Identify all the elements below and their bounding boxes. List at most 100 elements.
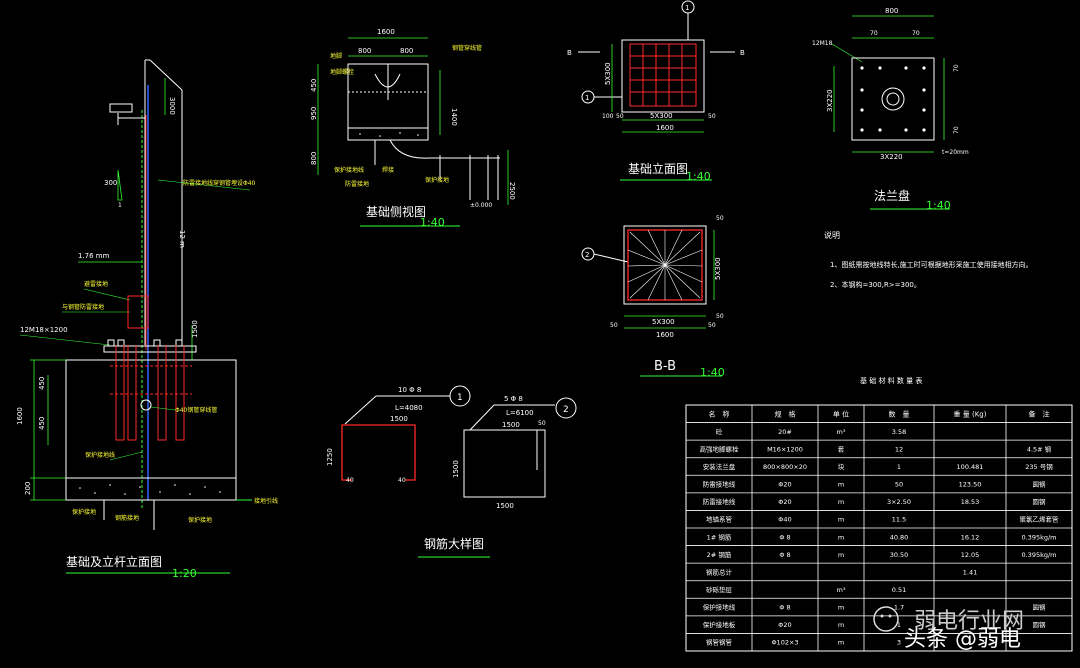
front-h5x300: 5X300 bbox=[604, 62, 612, 85]
dim-slope-small: 1 bbox=[118, 202, 122, 209]
table-cell: 3×2.50 bbox=[887, 498, 911, 506]
bar2-wbot: 1500 bbox=[496, 502, 514, 510]
side-title: 基础侧视图 bbox=[366, 204, 426, 219]
bb-scale: 1:40 bbox=[700, 366, 725, 379]
base-plate bbox=[103, 345, 197, 353]
table-cell: 12 bbox=[895, 445, 903, 453]
watermark: 弱电行业网 头条 @弱电 bbox=[873, 606, 1024, 652]
bb-h50a: 50 bbox=[716, 215, 724, 222]
table-cell: Φ20 bbox=[778, 621, 791, 629]
camera-icon bbox=[109, 103, 133, 113]
bb-w1600: 1600 bbox=[656, 331, 674, 339]
table-cell: 20# bbox=[778, 428, 792, 436]
table-cell: 3.58 bbox=[892, 428, 906, 436]
side-label2: 钢管穿线管 bbox=[452, 44, 482, 52]
flange-w800: 800 bbox=[885, 7, 898, 15]
bb-h5x300: 5X300 bbox=[714, 257, 722, 280]
table-cell: 安装法兰盘 bbox=[703, 462, 736, 471]
dim-12m: 12 m bbox=[178, 230, 186, 248]
table-cell: m bbox=[838, 604, 844, 612]
elevation-title: 基础及立杆立面图 bbox=[66, 554, 162, 569]
flange-w70a: 70 bbox=[870, 30, 878, 37]
bb-title: B-B bbox=[654, 359, 676, 374]
foundation-block bbox=[65, 359, 237, 479]
table-header-cell: 重 量 (Kg) bbox=[954, 410, 987, 418]
table-cell: 1# 钢筋 bbox=[707, 532, 732, 541]
table-cell: 块 bbox=[838, 462, 845, 471]
table-cell: 30.50 bbox=[890, 551, 909, 559]
flange-plate bbox=[851, 57, 935, 141]
flange-title: 法兰盘 bbox=[874, 188, 910, 203]
label-p2: 保护接地 bbox=[188, 516, 212, 524]
table-cell: 保护接地板 bbox=[703, 620, 736, 629]
table-cell: Φ 8 bbox=[779, 551, 790, 559]
table-cell: 0.395kg/m bbox=[1021, 533, 1056, 541]
dim-h1500: 1500 bbox=[191, 320, 199, 338]
dim-450b: 450 bbox=[38, 417, 46, 430]
note-2: 2、本钢构=300,R>=300。 bbox=[830, 280, 921, 289]
table-header-cell: 名 称 bbox=[709, 409, 730, 418]
side-bottom: ±0.000 bbox=[470, 202, 492, 209]
note-1: 1、图纸需按地线特长,施工时可根据地形采施工使用接地相方向。 bbox=[830, 260, 1033, 269]
table-cell: m bbox=[838, 621, 844, 629]
flange-w3x220: 3X220 bbox=[880, 153, 903, 161]
table-cell: 0.395kg/m bbox=[1021, 551, 1056, 559]
table-cell: m bbox=[838, 551, 844, 559]
bar1-shape bbox=[341, 424, 416, 481]
gravel-layer bbox=[65, 477, 237, 501]
flange-scale: 1:40 bbox=[926, 199, 951, 212]
table-cell: 4.5# 钢 bbox=[1027, 445, 1052, 453]
side-view: 1600 800 800 450 950 800 1400 2500 ±0.00… bbox=[310, 28, 516, 229]
table-cell: m³ bbox=[837, 586, 846, 594]
table-cell: Φ102×3 bbox=[771, 639, 798, 647]
bar1-callout: 1 bbox=[457, 393, 463, 403]
side-label0: 地脚 bbox=[330, 52, 342, 60]
bar2-callout: 2 bbox=[563, 405, 569, 415]
table-cell: 12.05 bbox=[961, 551, 980, 559]
table-cell: 圆钢 bbox=[1033, 604, 1047, 612]
table-cell: Φ20 bbox=[778, 481, 791, 489]
table-header-cell: 数 量 bbox=[889, 409, 910, 418]
table-cell: m bbox=[838, 533, 844, 541]
bar1-len: L=4080 bbox=[395, 404, 423, 412]
bb-w50b: 50 bbox=[708, 322, 716, 329]
dim-top: 3000 bbox=[168, 97, 176, 115]
front-h50: 50 bbox=[616, 113, 624, 120]
table-cell: 2# 钢筋 bbox=[707, 550, 732, 559]
label-conduit: Φ40钢管穿线管 bbox=[175, 406, 217, 414]
side-h1400: 1400 bbox=[450, 108, 458, 126]
flange-h70b: 70 bbox=[953, 126, 960, 134]
flange-h3x220: 3X220 bbox=[826, 89, 834, 112]
front-scale: 1:40 bbox=[686, 170, 711, 183]
dim-1600: 1600 bbox=[16, 407, 24, 425]
bb-view: 2 50 5X300 50 50 5X300 50 1600 B-B 1:40 bbox=[581, 215, 725, 379]
side-h450: 450 bbox=[310, 79, 318, 92]
watermark-text2: 头条 @弱电 bbox=[904, 627, 1021, 652]
table-cell: 1.7 bbox=[894, 604, 904, 612]
bar2-spec: 5 Φ 8 bbox=[504, 395, 523, 403]
table-cell: 18.53 bbox=[961, 498, 980, 506]
front-view: 1 B B 1 5X300 100 50 5X300 50 1600 基础立面图… bbox=[567, 0, 745, 183]
bar1-l40b: 40 bbox=[398, 477, 406, 484]
table-header-cell: 规 格 bbox=[775, 409, 796, 418]
label-lightning: 避雷接地 bbox=[84, 280, 108, 288]
bb-w50a: 50 bbox=[610, 322, 618, 329]
flange-view: 800 70 70 12M18 3X220 70 70 3X220 t=20mm… bbox=[812, 7, 969, 212]
flange-bolt: 12M18 bbox=[812, 40, 833, 47]
anchor-bolt bbox=[115, 345, 125, 441]
elevation-view: 3000 300 1 12 m 1.76 mm 防雷接地线穿钢管埋设Φ40 避雷… bbox=[16, 59, 278, 580]
table-cell: 防雷接地线 bbox=[703, 480, 736, 489]
table-cell: m bbox=[838, 481, 844, 489]
table-cell: m³ bbox=[837, 428, 846, 436]
bb-callout: 2 bbox=[585, 251, 589, 259]
anchor-label: 12M18×1200 bbox=[20, 326, 68, 334]
table-title: 基 础 材 料 数 量 表 bbox=[860, 376, 922, 385]
table-cell: 地锚系管 bbox=[706, 515, 733, 524]
bar1-l40a: 40 bbox=[346, 477, 354, 484]
table-cell: Φ 8 bbox=[779, 604, 790, 612]
table-cell: 1 bbox=[897, 621, 901, 629]
table-cell: 235 号钢 bbox=[1025, 463, 1053, 471]
side-label4: 防雷接地 bbox=[345, 180, 369, 188]
